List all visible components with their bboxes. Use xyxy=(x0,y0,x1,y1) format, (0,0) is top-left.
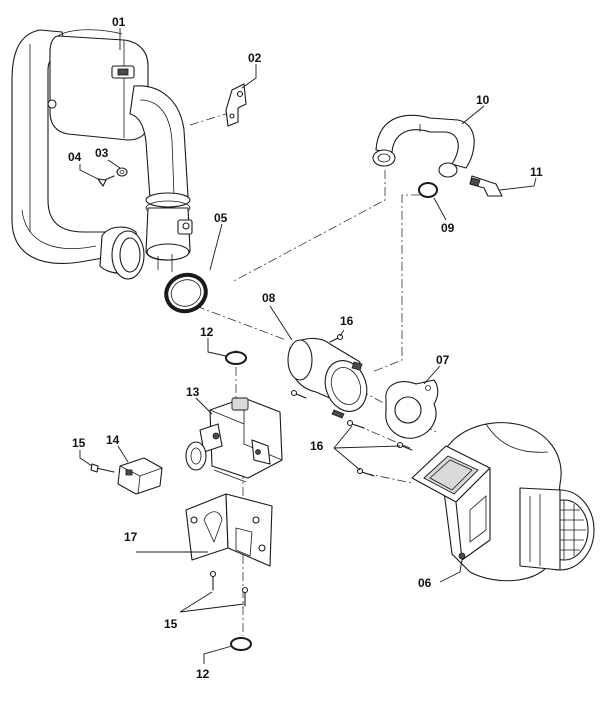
callout-07: 07 xyxy=(436,353,450,367)
callout-13: 13 xyxy=(186,385,200,399)
part-16-screws-fan xyxy=(290,389,413,477)
leader-12b xyxy=(203,645,233,664)
leader-16a xyxy=(339,329,345,337)
part-15-screw-bottom-b xyxy=(241,586,249,607)
leader-lines xyxy=(79,28,537,664)
part-08-venturi xyxy=(287,333,368,419)
leader-05 xyxy=(209,223,223,271)
callout-15-bottom: 15 xyxy=(164,617,178,631)
part-17-valve-bracket xyxy=(185,493,273,567)
leader-08 xyxy=(269,305,293,341)
callout-12-lower: 12 xyxy=(196,667,210,681)
leader-02 xyxy=(241,64,257,89)
part-15-screw-left xyxy=(90,463,115,473)
callout-09: 09 xyxy=(441,221,455,235)
part-02-mounting-bracket xyxy=(225,83,247,127)
leader-13 xyxy=(195,397,213,415)
part-04-screw xyxy=(97,175,115,187)
leader-15a xyxy=(79,450,93,467)
part-13-gas-valve xyxy=(185,397,283,483)
leader-11 xyxy=(499,177,537,191)
callout-05: 05 xyxy=(214,211,228,225)
leader-07 xyxy=(423,365,441,385)
callout-10: 10 xyxy=(476,93,490,107)
callout-02: 02 xyxy=(248,51,262,65)
part-06-fan-assembly xyxy=(411,422,595,582)
callout-14: 14 xyxy=(106,433,120,447)
callout-16-lower: 16 xyxy=(310,439,324,453)
part-14-connector xyxy=(117,457,163,495)
callout-01: 01 xyxy=(112,15,126,29)
leader-03 xyxy=(107,159,121,169)
callout-16-upper: 16 xyxy=(340,314,354,328)
callout-08: 08 xyxy=(262,291,276,305)
leader-09 xyxy=(433,197,447,221)
part-07-gasket xyxy=(385,379,439,439)
callout-17: 17 xyxy=(124,530,138,544)
part-01-air-intake-duct xyxy=(11,29,193,280)
part-12-washer-upper xyxy=(225,351,247,365)
leader-15b xyxy=(179,591,245,613)
part-12-washer-lower xyxy=(230,637,252,651)
callout-03: 03 xyxy=(95,146,109,160)
part-05-seal-ring xyxy=(164,272,208,314)
callout-labels: 01 02 03 04 05 06 07 08 09 10 11 12 12 1… xyxy=(68,15,543,681)
leader-14 xyxy=(117,445,129,463)
leader-10 xyxy=(461,105,485,125)
callout-12-upper: 12 xyxy=(200,325,214,339)
part-09-o-ring xyxy=(418,182,438,198)
part-10-gas-pipe xyxy=(372,114,475,178)
leader-06 xyxy=(439,559,463,583)
part-11-clip xyxy=(469,175,503,197)
callout-06: 06 xyxy=(418,576,432,590)
part-15-screw-bottom-a xyxy=(209,570,217,591)
callout-11: 11 xyxy=(530,165,543,179)
leader-12a xyxy=(207,338,227,357)
callout-04: 04 xyxy=(68,150,82,164)
leader-04 xyxy=(79,164,101,181)
callout-15-left: 15 xyxy=(72,436,86,450)
leader-16b xyxy=(333,425,401,471)
part-03-washer xyxy=(116,167,128,177)
